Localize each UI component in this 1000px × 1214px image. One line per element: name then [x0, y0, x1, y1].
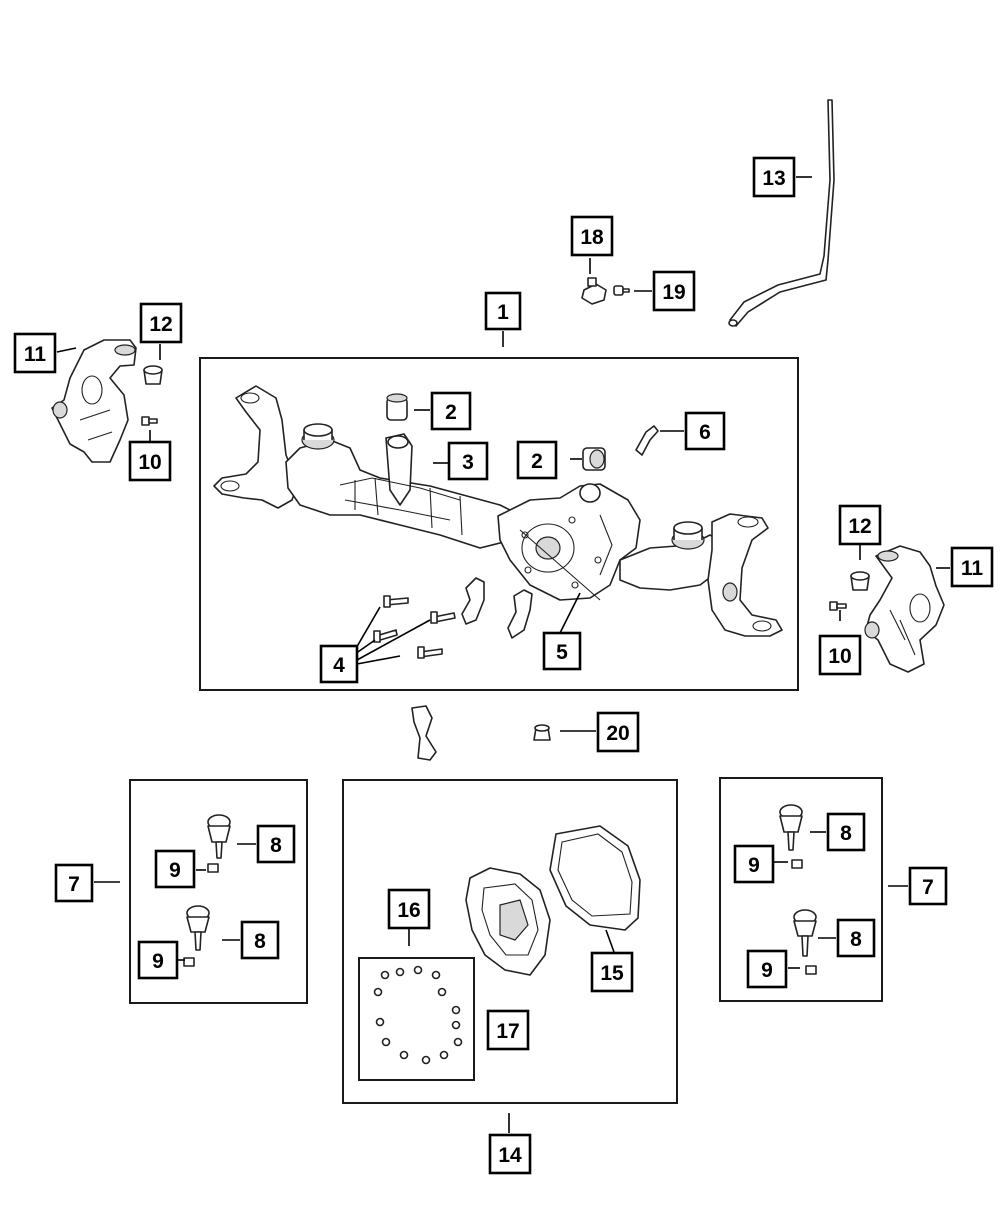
callout-8-left-lower: 8 [240, 920, 280, 960]
callout-17: 17 [486, 1009, 530, 1051]
svg-text:16: 16 [397, 899, 420, 922]
left-knuckle-bushing [143, 365, 163, 385]
callout-18: 18 [570, 215, 614, 257]
ball-joint-nut-left-lower [183, 957, 195, 967]
right-steering-knuckle [864, 545, 945, 673]
callout-15: 15 [590, 951, 634, 993]
callout-2-lower: 2 [516, 440, 558, 480]
upper-ball-joint-left [207, 814, 231, 859]
svg-text:8: 8 [270, 834, 282, 857]
cover-gasket [549, 825, 641, 931]
vent-fitting [635, 425, 659, 456]
svg-text:8: 8 [254, 930, 266, 953]
ball-joint-nut-right-upper [791, 859, 803, 869]
callout-14: 14 [488, 1133, 532, 1175]
svg-text:2: 2 [531, 450, 543, 473]
svg-text:11: 11 [24, 343, 47, 366]
upper-ball-joint-right [779, 804, 803, 851]
sensor-screw [613, 285, 630, 296]
callout-16: 16 [387, 888, 431, 930]
svg-text:9: 9 [152, 950, 164, 973]
svg-text:11: 11 [961, 557, 984, 580]
cover-kit-frame [342, 779, 678, 1104]
svg-text:10: 10 [138, 451, 161, 474]
callout-10-right: 10 [818, 634, 862, 676]
svg-text:12: 12 [149, 313, 172, 336]
svg-text:15: 15 [600, 962, 624, 985]
bushing-upper [386, 393, 408, 421]
callout-12-left: 12 [139, 302, 183, 344]
svg-text:12: 12 [848, 515, 871, 538]
svg-text:4: 4 [333, 654, 345, 677]
svg-text:8: 8 [840, 822, 852, 845]
callout-4: 4 [319, 644, 359, 684]
callout-7-left: 7 [54, 863, 94, 903]
svg-text:8: 8 [850, 928, 862, 951]
left-ball-joint-kit-frame [129, 779, 308, 1004]
lower-ball-joint-right [793, 909, 817, 957]
axle-vent-tube [728, 99, 835, 327]
bracket [411, 705, 437, 761]
callout-9-left-lower: 9 [137, 940, 179, 980]
callout-19: 19 [652, 270, 696, 312]
svg-text:9: 9 [169, 859, 181, 882]
callout-9-right-upper: 9 [733, 844, 775, 884]
bushing-lower [582, 447, 606, 471]
svg-text:7: 7 [922, 876, 934, 899]
callout-8-left-upper: 8 [256, 824, 296, 864]
lower-ball-joint-left [186, 905, 210, 951]
callout-7-right: 7 [908, 866, 948, 906]
callout-8-right-lower: 8 [836, 918, 876, 958]
callout-12-right: 12 [838, 504, 882, 546]
callout-8-right-upper: 8 [826, 812, 866, 852]
right-ball-joint-kit-frame [719, 777, 883, 1002]
axle-assembly-frame [199, 357, 799, 691]
svg-text:7: 7 [68, 873, 80, 896]
front-axle-housing [213, 385, 783, 637]
plug [533, 724, 551, 741]
callout-3: 3 [447, 441, 489, 481]
svg-text:5: 5 [556, 641, 568, 664]
right-knuckle-bushing [850, 571, 870, 591]
right-stud [829, 601, 847, 611]
callout-10-left: 10 [128, 440, 172, 482]
svg-text:3: 3 [462, 451, 474, 474]
callout-1: 1 [484, 291, 522, 331]
svg-text:19: 19 [662, 281, 685, 304]
leader-lines [56, 176, 950, 1133]
svg-text:18: 18 [580, 226, 604, 249]
left-steering-knuckle [51, 339, 137, 463]
bolt-set-frame [358, 957, 475, 1081]
callout-11-left: 11 [13, 332, 57, 374]
sensor [581, 277, 607, 305]
svg-text:9: 9 [761, 959, 773, 982]
left-stud [141, 416, 158, 426]
callout-9-right-lower: 9 [746, 949, 788, 989]
svg-text:20: 20 [606, 722, 629, 745]
cover-bolts [373, 965, 463, 1065]
svg-text:1: 1 [497, 301, 509, 324]
callout-13: 13 [752, 156, 796, 198]
svg-text:2: 2 [445, 401, 457, 424]
bolt-set [373, 595, 456, 659]
callout-5: 5 [542, 631, 582, 671]
svg-text:13: 13 [762, 167, 785, 190]
svg-text:9: 9 [748, 854, 760, 877]
callout-11-right: 11 [950, 546, 994, 588]
svg-text:6: 6 [699, 421, 711, 444]
bearing-caps [461, 577, 533, 639]
svg-text:14: 14 [498, 1144, 522, 1167]
callout-6: 6 [684, 411, 726, 451]
svg-text:10: 10 [828, 645, 851, 668]
ball-joint-nut-right-lower [805, 965, 817, 975]
callout-9-left-upper: 9 [154, 849, 196, 889]
ball-joint-nut-left-upper [207, 863, 219, 873]
differential-cover [465, 867, 551, 976]
svg-text:17: 17 [496, 1020, 519, 1043]
callout-20: 20 [596, 711, 640, 753]
callout-2-upper: 2 [430, 391, 472, 431]
